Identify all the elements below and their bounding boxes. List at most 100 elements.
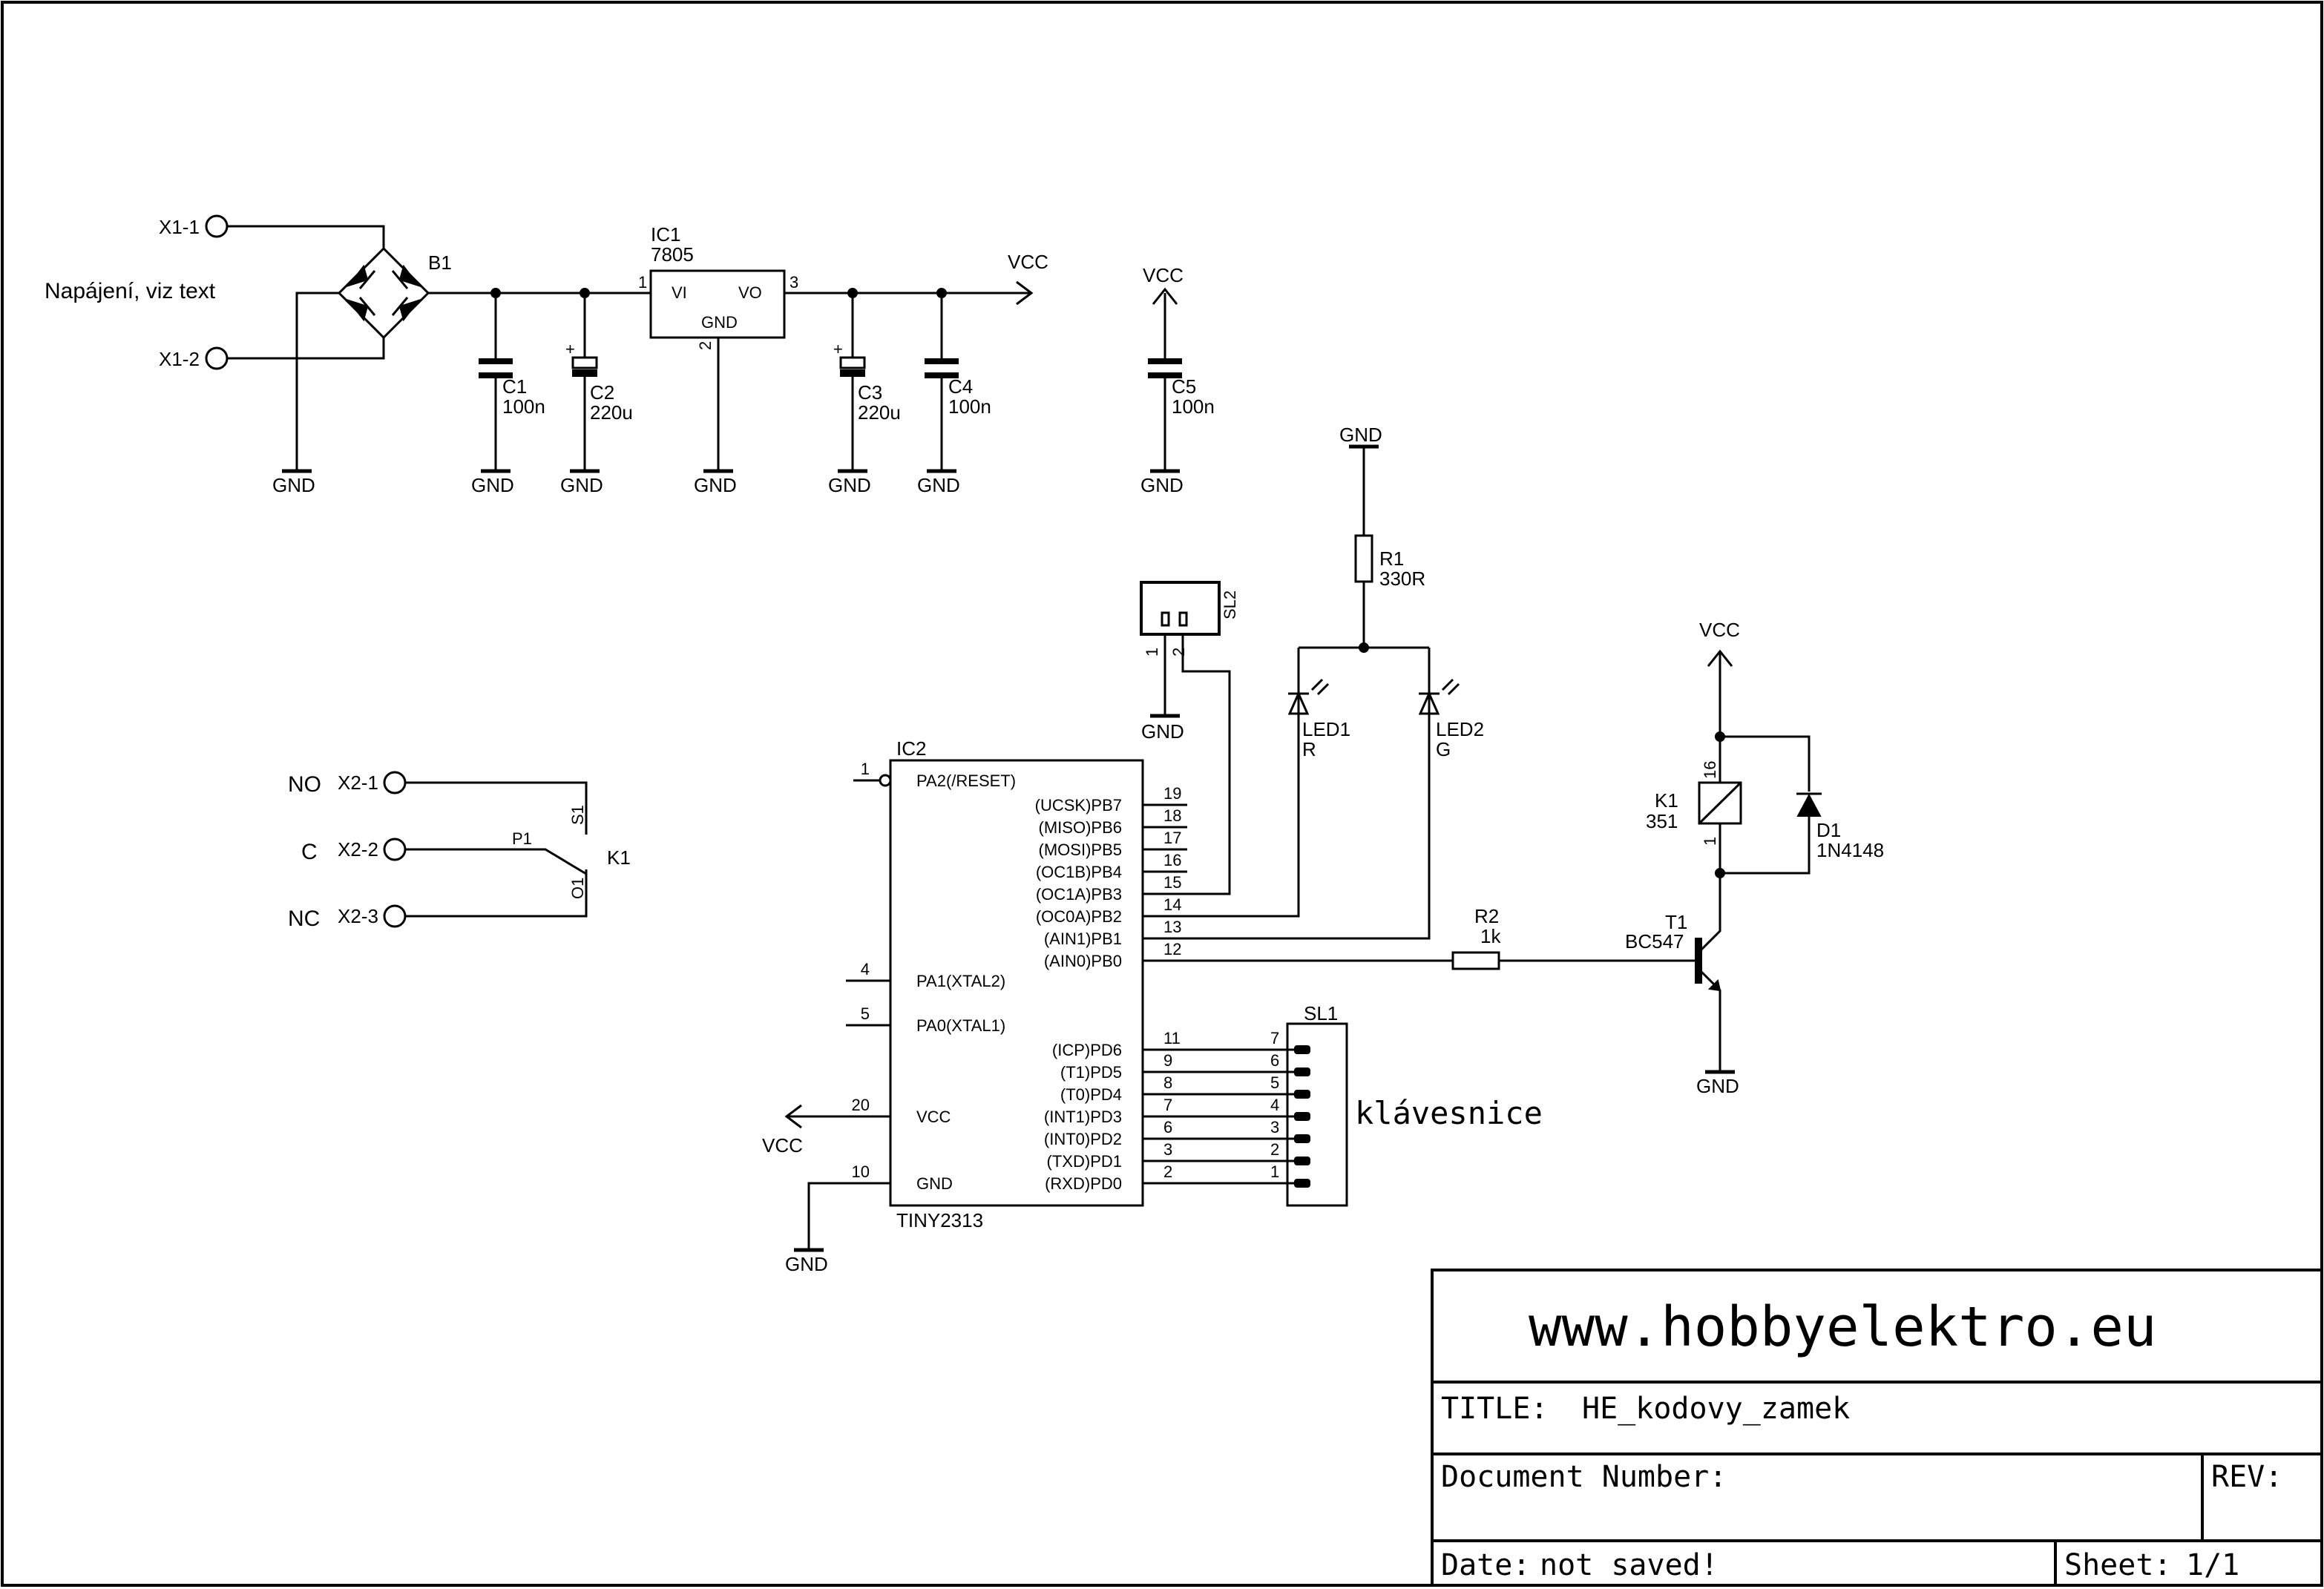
mcu-right-pin-name: (OC0A)PB2: [1036, 907, 1122, 926]
capacitor-c5: VCC C5 100n: [1143, 264, 1215, 471]
driver-r2-value-text: 1k: [1480, 925, 1501, 947]
x2-3-terminal: [383, 904, 407, 928]
sl1-pin-contact: [1294, 1157, 1310, 1165]
mcu-right-pin-number: 3: [1163, 1140, 1172, 1159]
mcu-left-pin-name: PA2(/RESET): [916, 772, 1016, 790]
relay-out-o1-text: O1: [568, 878, 587, 899]
power-c1-name-text: C1: [502, 375, 527, 398]
power-ic1-vo-text: VO: [738, 283, 762, 302]
sl1-pin-number: 4: [1270, 1096, 1279, 1114]
mcu-left-pin-number: 4: [861, 960, 870, 978]
driver-k1-pin16-text: 16: [1701, 761, 1719, 779]
mcu-left-pin-name: VCC: [916, 1108, 951, 1126]
power-gnd-text: GND: [471, 474, 514, 496]
mcu-right-pin-name: (MOSI)PB5: [1039, 840, 1122, 859]
capacitor-c2: + C2 220u: [565, 293, 633, 471]
indicators-led2-name-text: LED2: [1436, 718, 1484, 740]
relay-out-s1-text: S1: [568, 805, 587, 825]
mcu-right-pin-name: (ICP)PD6: [1052, 1041, 1122, 1059]
mcu-right-pin-name: (INT1)PD3: [1044, 1108, 1122, 1126]
x1-2-terminal: [205, 346, 229, 370]
capacitor-c1: C1 100n: [479, 293, 545, 471]
x1-2-label: X1-2: [159, 348, 200, 370]
title-block: www.hobbyelektro.eu TITLE: HE_kodovy_zam…: [1431, 1269, 2323, 1587]
title-block-title-label-text: TITLE:: [1441, 1392, 1549, 1426]
power-plus-text: +: [833, 340, 843, 358]
power-vcc-text: VCC: [1008, 251, 1048, 273]
power-gnd-text: GND: [560, 474, 603, 496]
power-gnd-text: GND: [272, 474, 315, 496]
sl1-pin-contact: [1294, 1112, 1310, 1121]
mcu-right-pin-number: 19: [1163, 784, 1181, 803]
mcu-right-pin-number: 8: [1163, 1073, 1172, 1092]
sl2-name-text: SL2: [1221, 590, 1239, 619]
mcu-right-pin-number: 14: [1163, 895, 1181, 914]
power-c5-name-text: C5: [1172, 375, 1196, 398]
title-block-sheet-label-text: Sheet:: [2064, 1548, 2172, 1582]
relay-out-x2-1-text: X2-1: [338, 772, 378, 794]
title-block-date-value-text: not saved!: [1540, 1548, 1719, 1582]
mcu-right-pin-number: 12: [1163, 940, 1181, 958]
mcu-left-pin-number: 5: [861, 1004, 870, 1023]
indicators-led1-name-text: LED1: [1302, 718, 1350, 740]
power-ic1-value-text: 7805: [651, 243, 694, 266]
indicators-r1-name-text: R1: [1379, 547, 1404, 570]
mcu-right-pin-name: (OC1B)PB4: [1036, 863, 1122, 881]
relay-out-x2-3-text: X2-3: [338, 905, 378, 927]
power-c4-name-text: C4: [948, 375, 973, 398]
power-c4-value-text: 100n: [948, 395, 991, 418]
title-block-rev-label-text: REV:: [2211, 1460, 2282, 1494]
mcu-right-pin-number: 17: [1163, 829, 1181, 847]
mcu-left-pin-name: GND: [916, 1174, 953, 1193]
x1-1-label: X1-1: [159, 216, 200, 238]
mcu-left-pin-number: 10: [852, 1162, 870, 1181]
power-ic1-vi-text: VI: [672, 283, 687, 302]
power-gnd-text: GND: [1140, 474, 1184, 496]
power-gnd-text: GND: [828, 474, 871, 496]
website-title: www.hobbyelektro.eu: [1529, 1295, 2156, 1359]
mcu-right-pin-name: (AIN0)PB0: [1044, 952, 1122, 970]
sl2-pin2-text: 2: [1169, 648, 1188, 657]
sl1-pin-contact: [1294, 1067, 1310, 1076]
relay-out-c-label-text: C: [301, 840, 318, 864]
mcu-right-pin-name: (T1)PD5: [1060, 1063, 1122, 1082]
x2-2-terminal: [383, 838, 407, 861]
indicators-led1-value-text: R: [1302, 738, 1316, 760]
driver-k1-name-text: K1: [1655, 789, 1678, 812]
keypad-caption: klávesnice: [1355, 1095, 1543, 1131]
x2-1-terminal: [383, 771, 407, 794]
mcu-right-pin-name: (OC1A)PB3: [1036, 885, 1122, 904]
power-gnd-text: GND: [1141, 720, 1184, 743]
sl1-pin-number: 2: [1270, 1140, 1279, 1159]
mcu-right-pin-name: (TXD)PD1: [1047, 1152, 1122, 1171]
b1-label: B1: [428, 251, 452, 274]
sl2-pin1-text: 1: [1143, 648, 1161, 657]
power-c3-value-text: 220u: [858, 401, 901, 424]
regulator-ic1: IC1 7805 VI VO GND 1 3 2: [638, 223, 798, 471]
power-ic1-pin1-text: 1: [638, 273, 647, 292]
connector-sl2: SL2 1 2 GND: [1140, 581, 1239, 895]
power-ic1-pin2-text: 2: [696, 341, 715, 350]
sl1-pin-number: 5: [1270, 1073, 1279, 1092]
power-c1-value-text: 100n: [502, 395, 545, 418]
relay-out-k1-text: K1: [607, 846, 631, 869]
mcu-right-pin-number: 11: [1163, 1029, 1181, 1047]
mcu-right-pin-name: (MISO)PB6: [1039, 818, 1122, 837]
power-gnd-text: GND: [694, 474, 737, 496]
mcu-left-pins: 1PA2(/RESET)4PA1(XTAL2)5PA0(XTAL1)20VCC1…: [846, 760, 1016, 1193]
sl1-pin-number: 1: [1270, 1162, 1279, 1181]
power-c2-name-text: C2: [590, 381, 614, 404]
mcu-right-pin-number: 9: [1163, 1051, 1172, 1070]
mcu-right-pin-name: (UCSK)PB7: [1035, 796, 1122, 815]
power-plus-text: +: [565, 340, 575, 358]
power-input: X1-1 X1-2 Napájení, viz text: [45, 214, 385, 471]
power-gnd-symbols: GND GND GND GND GND GND GND: [272, 469, 1184, 496]
driver-k1-pin1-text: 1: [1701, 837, 1719, 846]
indicators-r1-value-text: 330R: [1379, 568, 1425, 590]
capacitor-c4: C4 100n: [925, 293, 991, 471]
power-c5-value-text: 100n: [1172, 395, 1215, 418]
driver-t1-name-text: T1: [1665, 911, 1687, 933]
power-c2-value-text: 220u: [590, 401, 633, 424]
